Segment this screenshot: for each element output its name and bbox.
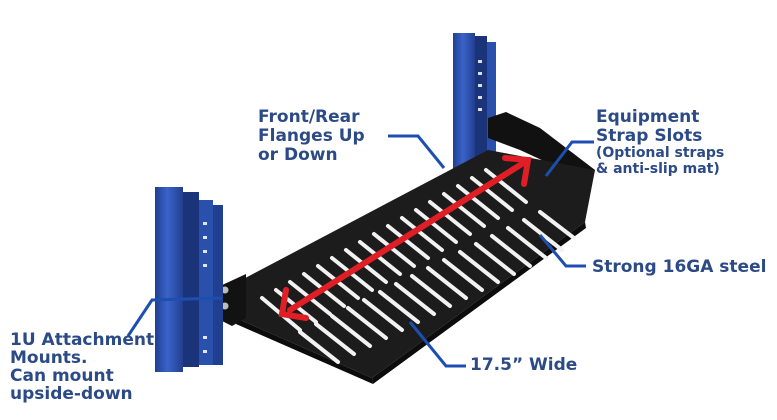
flanges-callout-line: Flanges Up [258,126,365,147]
flanges-callout-line: or Down [258,145,338,166]
attachment-callout: 1U Attachment Mounts. Can mount upside-d… [10,330,155,404]
strap-slots-note: (Optional straps [596,145,725,162]
steel-leader [538,234,586,268]
front-rack-rail [155,187,223,372]
front-flange [220,274,246,326]
width-arrow [278,155,532,321]
rear-flange [488,112,595,180]
front-mount-screw [221,286,229,294]
flanges-callout: Front/Rear Flanges Up or Down [258,107,365,166]
callout-leaders [126,134,594,368]
strap-slots-callout: Equipment Strap Slots (Optional straps &… [596,107,725,177]
rear-rack-rail [453,33,496,178]
attachment-callout-line: Mounts. [10,347,88,368]
width-callout: 17.5” Wide [470,355,578,375]
flanges-callout-line: Front/Rear [258,107,360,127]
attachment-callout-line: upside-down [10,383,133,404]
shelf-tray [232,150,595,384]
front-mount-screw [221,302,229,310]
attachment-leader [126,296,223,337]
strap-slots-note: & anti-slip mat) [596,160,720,177]
steel-callout-text: Strong 16GA steel [592,257,767,277]
attachment-callout-line: 1U Attachment [10,330,155,350]
strap-leader [544,140,594,177]
width-leader [408,321,466,368]
strap-slots-title: Strap Slots [596,126,703,147]
strap-slots-title: Equipment [596,107,700,127]
flanges-leader [388,134,446,169]
attachment-callout-line: Can mount [10,365,114,386]
steel-callout: Strong 16GA steel [592,257,767,277]
width-callout-text: 17.5” Wide [470,355,578,375]
